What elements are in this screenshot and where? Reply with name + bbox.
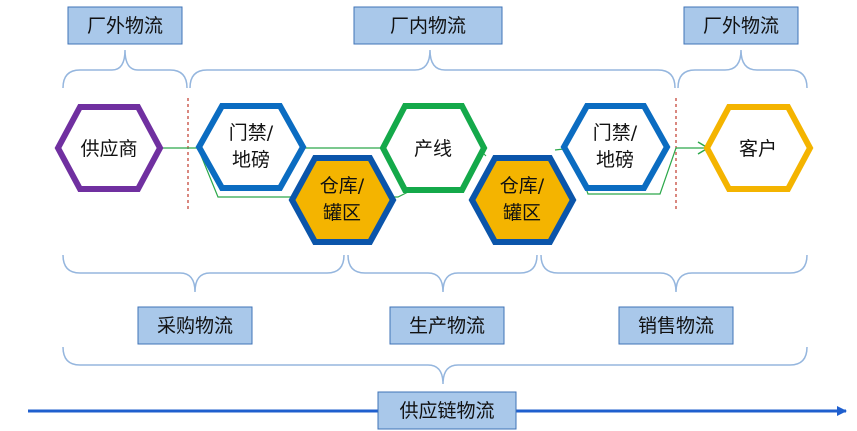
node-warehouse-2-line1: 仓库/ <box>500 175 545 197</box>
brace-bottom-sales <box>540 254 808 293</box>
label-outside-left-text: 厂外物流 <box>87 15 163 37</box>
brace-bottom-production <box>347 254 538 293</box>
brace-top-outside-right <box>677 49 808 89</box>
label-procurement-text: 采购物流 <box>157 315 233 337</box>
brace-top-outside-left <box>62 49 188 89</box>
node-warehouse-2-line2: 罐区 <box>503 202 541 224</box>
node-gate-2-line1: 门禁/ <box>593 122 638 144</box>
label-sales-text: 销售物流 <box>638 315 714 337</box>
node-warehouse-1: 仓库/ 罐区 <box>288 155 397 245</box>
label-outside-right: 厂外物流 <box>683 6 799 45</box>
label-production: 生产物流 <box>389 306 505 345</box>
node-supplier: 供应商 <box>54 104 164 192</box>
label-supply-chain-text: 供应链物流 <box>399 400 494 422</box>
label-production-text: 生产物流 <box>409 315 485 337</box>
label-sales: 销售物流 <box>618 306 734 345</box>
node-gate-1: 门禁/ 地磅 <box>195 103 307 191</box>
node-customer-label: 客户 <box>739 138 777 160</box>
node-production-line: 产线 <box>379 103 488 193</box>
label-outside-right-text: 厂外物流 <box>703 15 779 37</box>
label-inside-text: 厂内物流 <box>390 15 466 37</box>
label-supply-chain: 供应链物流 <box>377 391 517 430</box>
node-gate-1-line2: 地磅 <box>232 149 270 171</box>
brace-bottom-procurement <box>62 254 345 293</box>
node-supplier-label: 供应商 <box>80 138 137 160</box>
node-gate-2-line2: 地磅 <box>596 149 634 171</box>
node-gate-2: 门禁/ 地磅 <box>560 103 671 191</box>
brace-top-inside <box>189 49 676 89</box>
label-outside-left: 厂外物流 <box>67 6 183 45</box>
node-customer: 客户 <box>703 104 814 192</box>
brace-bottom-supply-chain <box>62 346 808 385</box>
label-procurement: 采购物流 <box>137 306 253 345</box>
label-inside: 厂内物流 <box>353 6 503 45</box>
node-production-line-label: 产线 <box>414 138 452 160</box>
node-warehouse-2: 仓库/ 罐区 <box>468 155 577 245</box>
node-gate-1-line1: 门禁/ <box>229 122 274 144</box>
node-warehouse-1-line1: 仓库/ <box>320 175 365 197</box>
node-warehouse-1-line2: 罐区 <box>323 202 361 224</box>
